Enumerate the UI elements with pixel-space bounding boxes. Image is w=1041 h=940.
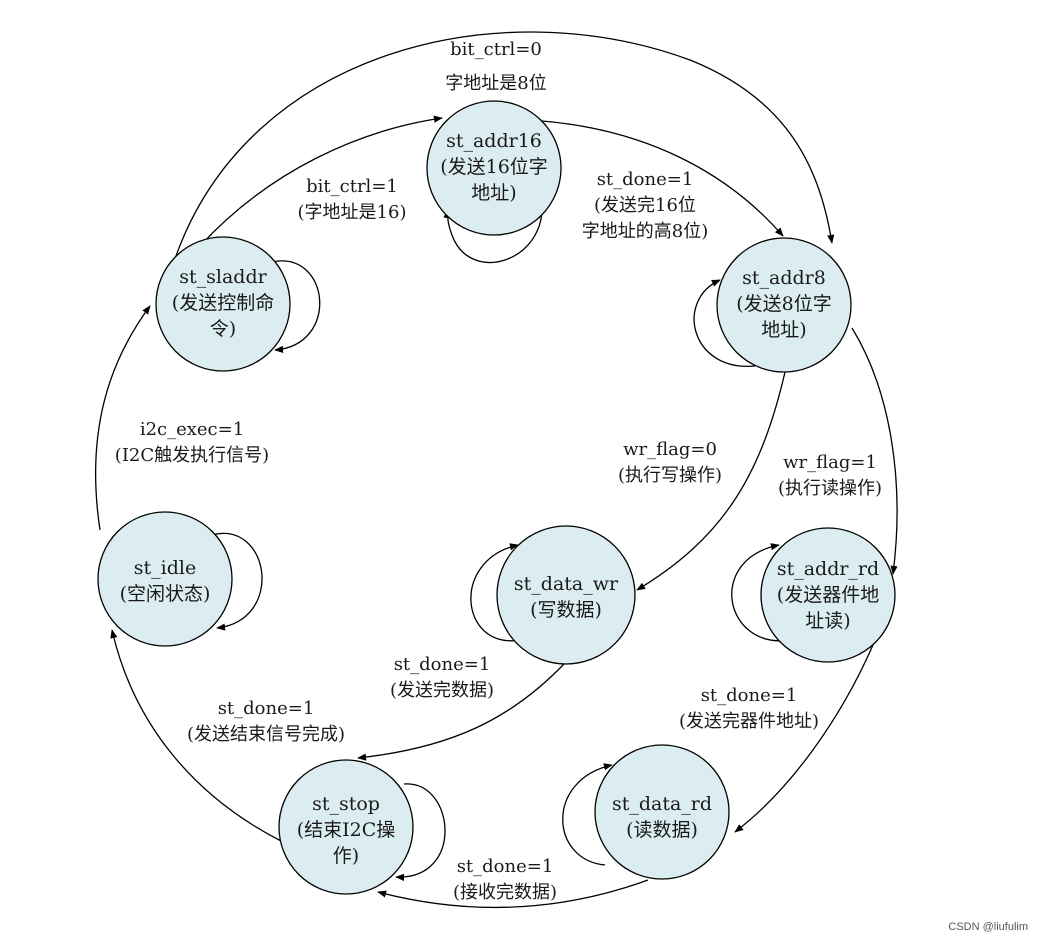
self-loop-addr8 (693, 279, 756, 367)
self-loop-data-rd (562, 763, 613, 866)
label-data-rd-to-stop-condition: st_done=1 (457, 856, 554, 877)
label-sladdr-to-addr8-condition: bit_ctrl=0 (450, 39, 542, 60)
label-addr16-to-addr8-desc-2: 字地址的高8位) (582, 221, 708, 242)
state-circle-st-addr16 (426, 100, 562, 236)
label-sladdr-to-addr16-condition: bit_ctrl=1 (306, 176, 398, 197)
state-circle-st-stop (278, 759, 414, 895)
edge-addr8-to-addr-rd (851, 327, 898, 575)
edge-addr8-to-data-wr (636, 371, 786, 591)
edge-sladdr-to-addr16 (199, 115, 443, 247)
state-st-sladdr: st_sladdr (发送控制命 令) (155, 236, 291, 372)
state-desc: (写数据) (530, 599, 602, 621)
self-loop-idle (211, 532, 263, 631)
edge-addr16-to-addr8 (541, 120, 784, 237)
state-st-addr-rd: st_addr_rd (发送器件地 址读) (760, 527, 896, 663)
label-data-wr-to-stop-condition: st_done=1 (394, 654, 491, 675)
label-addr8-to-addr-rd-desc: (执行读操作) (778, 478, 882, 499)
label-addr8-to-data-wr-desc: (执行写操作) (618, 465, 722, 486)
edge-sladdr-to-addr8 (175, 31, 835, 257)
edge-idle-to-sladdr (94, 305, 151, 531)
label-data-rd-to-stop-desc: (接收完数据) (453, 882, 557, 903)
label-sladdr-to-addr16-desc: (字地址是16) (298, 202, 407, 223)
state-desc: (发送控制命 (172, 292, 274, 314)
state-desc: 地址) (471, 182, 516, 204)
state-circle-st-sladdr (155, 236, 291, 372)
state-circle-st-addr-rd (760, 527, 896, 663)
self-loop-data-wr (470, 543, 521, 642)
state-circle-st-idle (97, 511, 233, 647)
label-sladdr-to-addr8-desc: 字地址是8位 (445, 73, 546, 94)
state-circle-st-addr8 (716, 237, 852, 373)
state-name: st_addr_rd (777, 558, 879, 580)
state-st-stop: st_stop (结束I2C操 作) (278, 759, 414, 895)
self-loops (211, 203, 791, 881)
label-addr-rd-to-data-rd-condition: st_done=1 (701, 685, 798, 706)
state-st-data-wr: st_data_wr (写数据) (496, 525, 636, 665)
state-desc: 地址) (761, 319, 806, 341)
self-loop-sladdr (271, 260, 321, 353)
edge-data-wr-to-stop (357, 663, 565, 761)
edge-stop-to-idle (110, 629, 284, 843)
state-desc: (结束I2C操 (297, 819, 396, 841)
state-name: st_idle (134, 557, 196, 579)
state-desc: 址读) (805, 610, 850, 632)
state-desc: (空闲状态) (120, 583, 211, 605)
state-name: st_addr8 (742, 267, 826, 289)
self-loop-addr16 (443, 203, 543, 264)
state-circle-st-data-wr (496, 525, 636, 665)
label-idle-to-sladdr-desc: (I2C触发执行信号) (115, 445, 269, 466)
state-name: st_data_rd (612, 793, 712, 815)
state-name: st_stop (312, 793, 380, 815)
label-addr16-to-addr8-condition: st_done=1 (597, 169, 694, 190)
label-idle-to-sladdr-condition: i2c_exec=1 (140, 419, 244, 440)
state-st-data-rd: st_data_rd (读数据) (594, 744, 730, 880)
label-data-wr-to-stop-desc: (发送完数据) (390, 680, 494, 701)
transition-labels: bit_ctrl=0 字地址是8位 bit_ctrl=1 (字地址是16) st… (115, 39, 882, 903)
self-loop-addr-rd (731, 543, 791, 642)
state-st-addr16: st_addr16 (发送16位字 地址) (426, 100, 562, 236)
state-desc: (发送16位字 (440, 156, 548, 178)
state-name: st_data_wr (514, 573, 619, 595)
state-circle-st-data-rd (594, 744, 730, 880)
self-loop-stop (395, 783, 446, 881)
label-stop-to-idle-desc: (发送结束信号完成) (187, 724, 345, 745)
state-name: st_sladdr (179, 266, 267, 288)
label-stop-to-idle-condition: st_done=1 (218, 698, 315, 719)
state-desc: (发送8位字 (736, 293, 832, 315)
label-addr-rd-to-data-rd-desc: (发送完器件地址) (679, 711, 819, 732)
state-st-idle: st_idle (空闲状态) (97, 511, 233, 647)
edge-addr-rd-to-data-rd (734, 644, 874, 833)
label-addr16-to-addr8-desc: (发送完16位 (594, 195, 696, 216)
transition-edges (94, 31, 898, 909)
edge-data-rd-to-stop (377, 879, 649, 909)
state-st-addr8: st_addr8 (发送8位字 地址) (716, 237, 852, 373)
state-desc: 作) (333, 845, 359, 867)
label-addr8-to-addr-rd-condition: wr_flag=1 (783, 452, 877, 473)
state-name: st_addr16 (446, 130, 542, 152)
watermark: CSDN @liufulim (948, 921, 1028, 933)
state-desc: (发送器件地 (777, 584, 879, 606)
label-addr8-to-data-wr-condition: wr_flag=0 (623, 439, 717, 460)
state-desc: 令) (210, 318, 236, 340)
state-desc: (读数据) (626, 819, 698, 841)
